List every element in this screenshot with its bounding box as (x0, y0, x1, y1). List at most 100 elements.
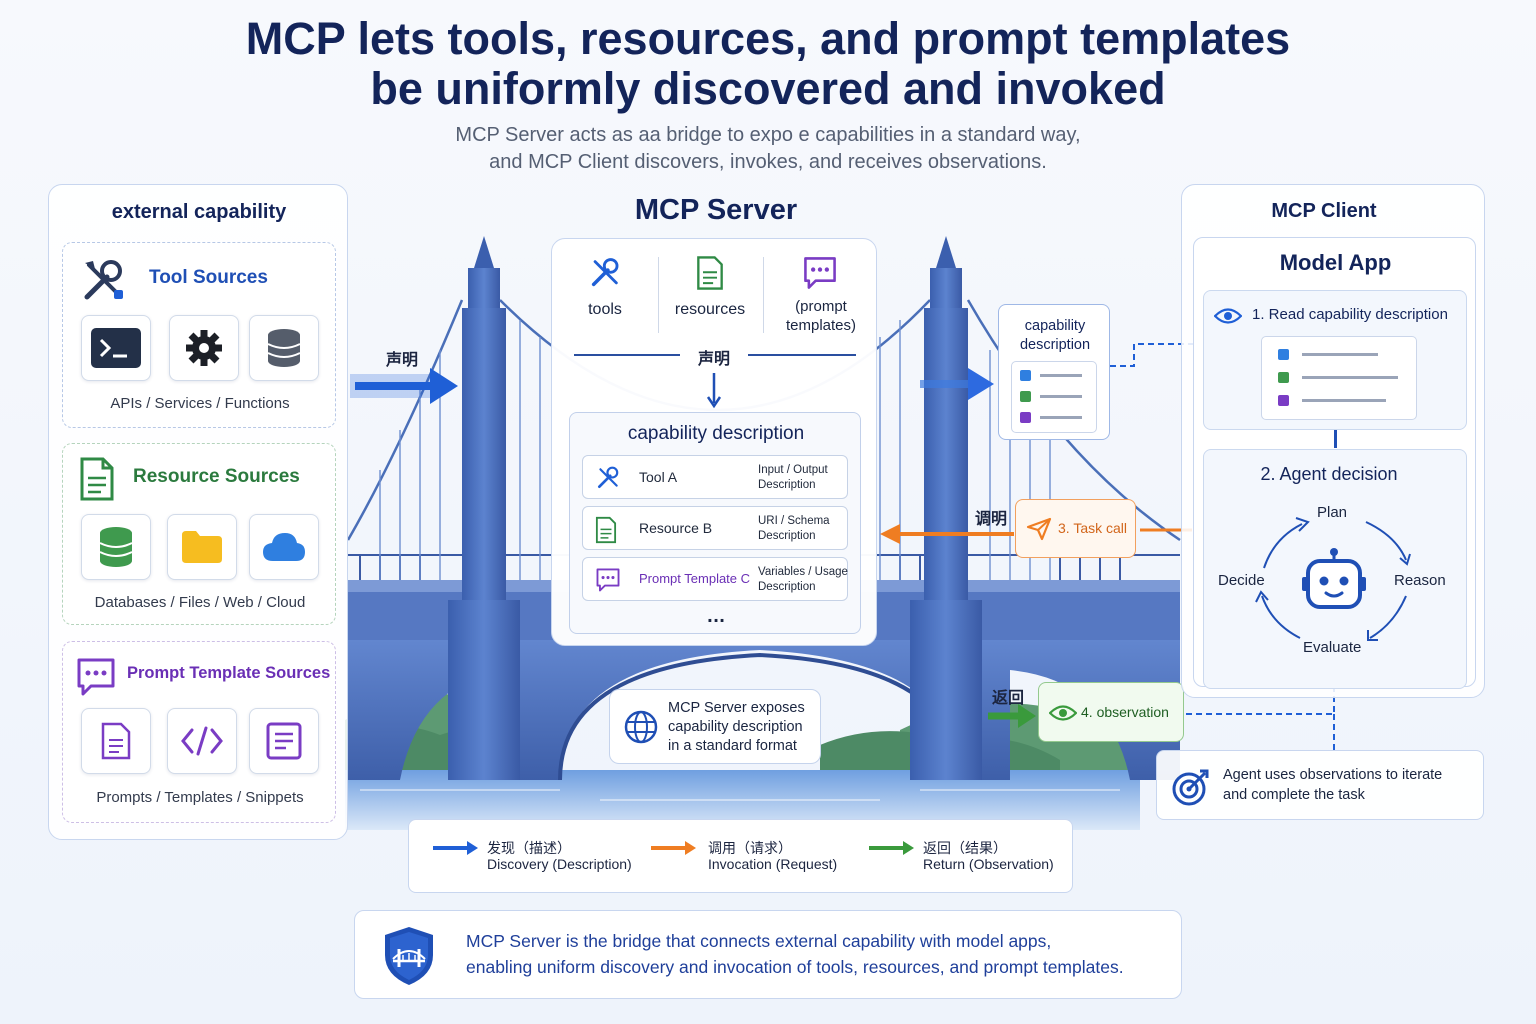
capability-description-card-title: capability description (1019, 318, 1091, 353)
agent-decision-label: 2. Agent decision (1260, 464, 1398, 484)
page-subtitle: MCP Server acts as aa bridge to expo e c… (0, 122, 1536, 176)
legend-return-en: Return (Observation) (923, 856, 1054, 872)
shield-bridge-icon (385, 927, 433, 985)
invoke-label: 调明 (975, 509, 1008, 528)
tools-icon (84, 260, 123, 300)
server-exposes-note: MCP Server exposes capability descriptio… (609, 689, 821, 764)
divider (1334, 430, 1337, 448)
capability-row-name: Tool A (639, 469, 678, 485)
globe-icon (624, 710, 658, 744)
tool-sources-group: Tool Sources APIs / Services / Functions (62, 242, 336, 428)
legend-discovery-en: Discovery (Description) (487, 856, 632, 872)
agent-iteration-note: Agent uses observations to iterate and c… (1156, 750, 1484, 820)
capability-row-prompt-template: Prompt Template C Variables / Usage Desc… (582, 557, 848, 601)
code-icon (167, 708, 237, 774)
legend-invocation-cn: 调用（请求） (708, 841, 792, 857)
server-declare-label: 声明 (697, 349, 730, 368)
mcp-server-heading: MCP Server (634, 194, 798, 226)
more-indicator: ... (706, 607, 726, 626)
read-capability-step: 1. Read capability description (1203, 290, 1467, 430)
mcp-client-panel: MCP Client Model App 1. Read capability … (1181, 184, 1485, 698)
legend-arrow-green (869, 841, 914, 855)
divider (748, 354, 856, 356)
legend-return-cn: 返回（结果） (923, 841, 1007, 857)
legend-invocation-en: Invocation (Request) (708, 856, 838, 872)
cloud-icon (249, 514, 319, 580)
observation-label: 4. observation (1081, 704, 1169, 720)
capability-row-tool: Tool A Input / Output Description (582, 455, 848, 499)
cycle-plan: Plan (1317, 504, 1348, 521)
resource-sources-group: Resource Sources Databases / Files / Web… (62, 443, 336, 625)
capability-description-card: capability description (998, 304, 1110, 440)
observation-badge: 4. observation (1038, 682, 1184, 742)
summary-line-1: MCP Server is the bridge that connects e… (466, 931, 1052, 951)
divider (763, 257, 764, 333)
chat-icon (77, 658, 115, 696)
robot-icon (1302, 548, 1366, 609)
arrow-down-icon (706, 373, 722, 409)
mcp-client-heading: MCP Client (1271, 200, 1377, 222)
task-call-label: 3. Task call (1058, 520, 1127, 536)
external-capability-panel: external capability Tool Sources APIs / … (48, 184, 348, 840)
terminal-icon (81, 315, 151, 381)
send-icon (1026, 517, 1052, 541)
external-capability-heading: external capability (111, 201, 287, 223)
server-cap-tools: tools (588, 301, 622, 318)
legend: 发现（描述） Discovery (Description) 调用（请求） In… (408, 819, 1073, 893)
server-cap-resources: resources (674, 301, 746, 318)
form-icon (249, 708, 319, 774)
tool-sources-caption: APIs / Services / Functions (110, 395, 290, 412)
agent-iteration-text: Agent uses observations to iterate and c… (1223, 767, 1443, 803)
server-exposes-text: MCP Server exposes capability descriptio… (668, 700, 805, 754)
capability-description-heading: capability description (627, 423, 805, 444)
server-cap-prompt-templates: (prompt templates) (785, 298, 857, 334)
database-icon (249, 315, 319, 381)
eye-icon (1049, 705, 1077, 721)
eye-icon (1214, 308, 1242, 324)
tools-icon (597, 466, 619, 489)
legend-discovery-cn: 发现（描述） (487, 841, 571, 857)
cycle-arrows (1255, 517, 1411, 641)
resource-sources-caption: Databases / Files / Web / Cloud (94, 594, 306, 611)
page-title: MCP lets tools, resources, and prompt te… (0, 14, 1536, 114)
capability-row-name: Resource B (639, 520, 713, 536)
divider (574, 354, 680, 356)
prompt-template-sources-group: Prompt Template Sources Prompts / Templa… (62, 641, 336, 823)
document-icon (697, 256, 723, 290)
legend-arrow-orange (651, 841, 696, 855)
capability-row-resource: Resource B URI / Schema Description (582, 506, 848, 550)
title-line-2: be uniformly discovered and invoked (370, 63, 1166, 114)
chat-icon (804, 257, 836, 289)
capability-row-desc: Input / Output Description (758, 464, 828, 491)
list-preview-icon (1011, 361, 1097, 433)
prompt-template-sources-title: Prompt Template Sources (127, 664, 331, 682)
model-app-panel: Model App 1. Read capability description… (1193, 237, 1476, 689)
folder-icon (167, 514, 237, 580)
task-call-badge: 3. Task call (1015, 499, 1136, 558)
document-icon (81, 708, 151, 774)
database-icon (81, 514, 151, 580)
cycle-evaluate: Evaluate (1303, 639, 1362, 656)
capability-row-desc: URI / Schema Description (758, 515, 830, 542)
summary-line-2: enabling uniform discovery and invocatio… (466, 957, 1124, 977)
tool-sources-title: Tool Sources (149, 267, 268, 288)
document-icon (80, 457, 114, 501)
model-app-heading: Model App (1279, 250, 1392, 275)
agent-decision-step: 2. Agent decision Plan Re (1203, 449, 1467, 689)
read-capability-label: 1. Read capability description (1252, 306, 1448, 323)
summary-footer: MCP Server is the bridge that connects e… (354, 910, 1182, 999)
capability-row-desc: Variables / Usage Description (758, 566, 848, 593)
divider (658, 257, 659, 333)
declare-label: 声明 (386, 350, 419, 369)
mcp-server-panel: tools resources (prompt templates) 声明 ca… (551, 238, 877, 646)
subtitle-line-2: and MCP Client discovers, invokes, and r… (489, 151, 1047, 173)
capability-description-box: capability description Tool A Input / Ou… (569, 412, 861, 634)
tools-icon (591, 258, 619, 287)
target-icon (1172, 769, 1209, 806)
list-preview-icon (1261, 336, 1417, 420)
capability-row-name: Prompt Template C (639, 571, 751, 586)
gear-icon (169, 315, 239, 381)
legend-arrow-blue (433, 841, 478, 855)
chat-icon (596, 568, 620, 592)
return-label: 返回 (992, 688, 1025, 707)
